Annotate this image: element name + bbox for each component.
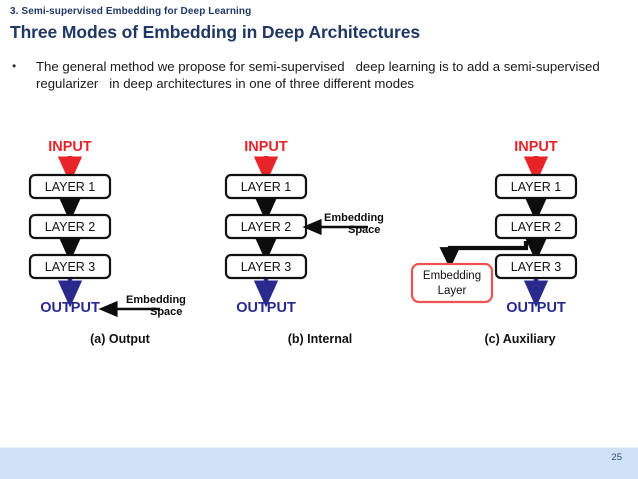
embedding-space-label-line2: Space: [150, 306, 182, 318]
caption-auxiliary-mode: (c) Auxiliary: [484, 332, 556, 346]
output-label: OUTPUT: [506, 300, 566, 316]
input-label: INPUT: [244, 139, 288, 155]
layer-3-box: [224, 253, 308, 280]
page-number: 25: [611, 452, 622, 463]
layer-1-label: LAYER 1: [241, 180, 292, 194]
embedding-layer-label-line2: Layer: [438, 285, 467, 297]
footer-bar: [0, 447, 638, 479]
bullet-list: • The general method we propose for semi…: [10, 58, 610, 92]
figure-three-modes: INPUT LAYER 1 LAYER 2 LAYER 3 OUTPUT: [0, 128, 638, 363]
layer-2-label: LAYER 2: [241, 220, 292, 234]
embedding-space-label-line1: Embedding: [126, 294, 186, 306]
diagram-internal-mode: INPUT LAYER 1 LAYER 2 Embedding Space LA…: [208, 128, 420, 363]
bullet-marker-icon: •: [12, 59, 17, 73]
bullet-paragraph: The general method we propose for semi-s…: [36, 59, 604, 91]
output-label: OUTPUT: [40, 300, 100, 316]
page-title: Three Modes of Embedding in Deep Archite…: [10, 22, 420, 42]
layer-1-label: LAYER 1: [511, 180, 562, 194]
layer-3-label: LAYER 3: [241, 260, 292, 274]
diagram-output-mode: INPUT LAYER 1 LAYER 2 LAYER 3 OUTPUT: [8, 128, 220, 363]
layer-3-box: [494, 253, 578, 280]
embedding-space-label-line2: Space: [348, 224, 380, 236]
embedding-space-label-line1: Embedding: [324, 212, 384, 224]
layer-3-label: LAYER 3: [511, 260, 562, 274]
input-label: INPUT: [48, 139, 92, 155]
layer-2-label: LAYER 2: [511, 220, 562, 234]
embedding-layer-label-line1: Embedding: [423, 270, 481, 282]
layer-1-label: LAYER 1: [45, 180, 96, 194]
layer-3-label: LAYER 3: [45, 260, 96, 274]
section-kicker: 3. Semi-supervised Embedding for Deep Le…: [10, 6, 252, 17]
diagram-auxiliary-svg: INPUT LAYER 1 LAYER 2 Embedding Layer LA…: [410, 139, 578, 316]
diagram-internal-svg: INPUT LAYER 1 LAYER 2 Embedding Space LA…: [224, 139, 384, 316]
diagram-auxiliary-mode: INPUT LAYER 1 LAYER 2 Embedding Layer LA…: [408, 128, 620, 363]
diagram-output-svg: INPUT LAYER 1 LAYER 2 LAYER 3 OUTPUT: [28, 139, 186, 318]
caption-output-mode: (a) Output: [90, 332, 150, 346]
caption-internal-mode: (b) Internal: [287, 332, 353, 346]
input-label: INPUT: [514, 139, 558, 155]
layer-3-box: [28, 253, 112, 280]
layer-2-label: LAYER 2: [45, 220, 96, 234]
embedding-layer-box: [410, 262, 494, 304]
branch-to-embedding-arrow: [439, 241, 529, 269]
output-label: OUTPUT: [236, 300, 296, 316]
